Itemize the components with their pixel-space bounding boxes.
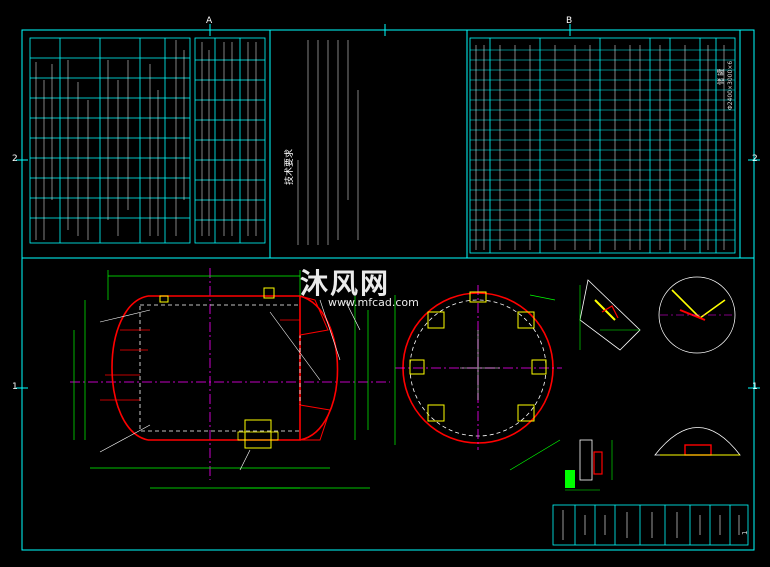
sheet-number: 1 — [741, 530, 749, 535]
parts-list-table — [469, 37, 736, 254]
zone-label-2-right: 2 — [752, 154, 758, 164]
nozzle-table — [194, 37, 266, 244]
vessel-side-view — [70, 268, 390, 489]
title-block — [552, 504, 749, 546]
table-text-lines — [35, 40, 257, 240]
title-block-name: 储 罐 — [717, 68, 725, 85]
detail-view-1 — [579, 279, 641, 351]
frame-ticks — [16, 24, 760, 389]
tech-requirements-heading: 技术要求 — [285, 148, 295, 185]
zone-label-2-left: 2 — [12, 154, 18, 164]
design-data-table — [29, 37, 191, 244]
title-block-marker — [565, 470, 575, 488]
detail-view-2 — [658, 276, 736, 354]
zone-label-a: A — [206, 16, 213, 26]
title-block-text — [562, 510, 740, 540]
detail-view-4 — [565, 439, 613, 491]
detail-view-3 — [654, 427, 741, 456]
sheet-frame — [21, 29, 755, 551]
zone-label-b: B — [566, 16, 573, 26]
title-block-spec: Φ2400×3000×6 — [727, 60, 734, 110]
parts-list-text — [475, 45, 725, 250]
watermark-url: www.mfcad.com — [328, 296, 419, 309]
zone-label-1-left: 1 — [12, 382, 18, 392]
vessel-top-view — [394, 285, 562, 471]
parts-list-rows — [470, 49, 735, 241]
zone-label-1-right: 1 — [752, 382, 758, 392]
watermark-brand: 沐风网 — [300, 267, 391, 300]
tech-requirements-lines — [297, 40, 359, 245]
